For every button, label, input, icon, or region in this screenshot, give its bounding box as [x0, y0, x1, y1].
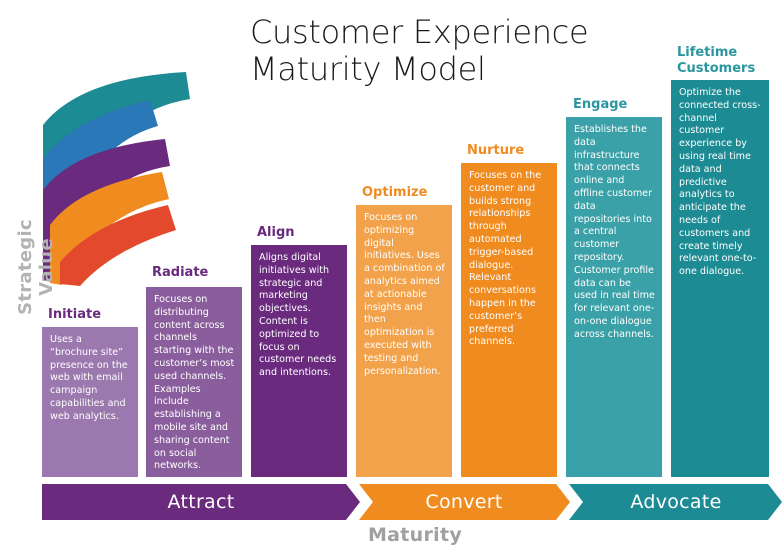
stage-title-lifetime-customers: Lifetime Customers: [677, 45, 756, 76]
stage-desc-optimize: Focuses on optimizing digital initiative…: [364, 212, 445, 377]
stage-title-align: Align: [257, 225, 295, 240]
title-line-1: Customer Experience: [250, 13, 589, 51]
arc-orange: [50, 172, 169, 285]
stage-desc-align: Aligns digital initiatives with strategi…: [259, 252, 337, 379]
stage-title-nurture: Nurture: [467, 143, 525, 158]
stage-title-engage: Engage: [573, 97, 628, 112]
arc-purple: [43, 139, 170, 282]
stage-column-radiate: Focuses on distributing content across c…: [146, 287, 242, 477]
stage-column-optimize: Focuses on optimizing digital initiative…: [356, 205, 452, 477]
arc-blue: [43, 100, 158, 275]
stage-title-initiate: Initiate: [48, 307, 102, 322]
diagram-title: Customer Experience Maturity Model: [250, 14, 630, 88]
x-axis-label: Maturity: [367, 524, 463, 546]
phase-bar-attract: [42, 484, 360, 520]
stage-column-engage: Establishes the data infrastructure that…: [566, 117, 662, 477]
arc-red: [60, 205, 176, 286]
phase-bar-convert: [359, 484, 570, 520]
stage-title-optimize: Optimize: [362, 185, 428, 200]
strategic-value-arcs: [43, 72, 190, 286]
stage-desc-initiate: Uses a “brochure site” presence on the w…: [50, 334, 128, 422]
stage-column-nurture: Focuses on the customer and builds stron…: [461, 163, 557, 477]
stage-column-align: Aligns digital initiatives with strategi…: [251, 245, 347, 477]
stage-column-lifetime-customers: Optimize the connected cross-channel cus…: [671, 80, 769, 477]
stage-column-initiate: Uses a “brochure site” presence on the w…: [42, 327, 138, 477]
stage-desc-nurture: Focuses on the customer and builds stron…: [469, 170, 542, 348]
stage-desc-radiate: Focuses on distributing content across c…: [154, 294, 235, 472]
stage-title-radiate: Radiate: [152, 265, 209, 280]
phase-bar-advocate: [569, 484, 782, 520]
phase-label-attract: Attract: [167, 491, 235, 513]
title-line-2: Maturity Model: [250, 50, 486, 88]
phase-label-advocate: Advocate: [630, 491, 722, 513]
arc-teal: [43, 72, 190, 275]
stage-desc-lifetime-customers: Optimize the connected cross-channel cus…: [679, 87, 761, 278]
stage-desc-engage: Establishes the data infrastructure that…: [574, 124, 655, 340]
phase-label-convert: Convert: [425, 491, 503, 513]
